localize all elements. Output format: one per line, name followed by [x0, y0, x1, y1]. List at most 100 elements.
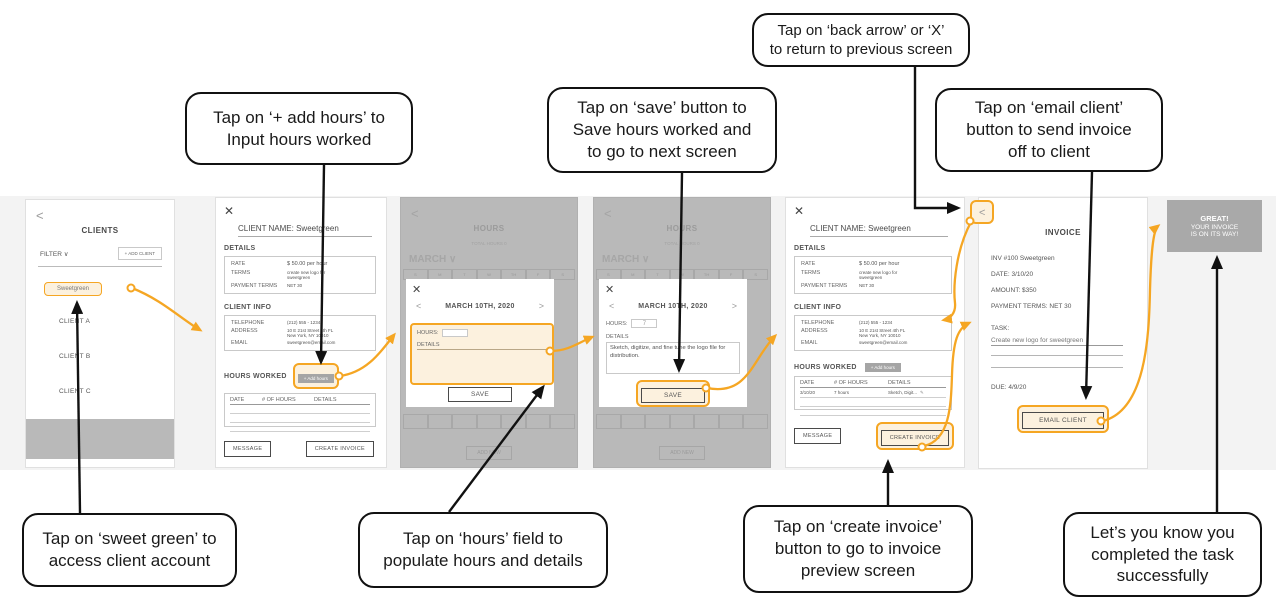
- invoice-number: INV #100 Sweetgreen: [991, 255, 1055, 262]
- task-label: TASK:: [991, 325, 1010, 332]
- rate-value: $ 50.00 per hour: [287, 261, 328, 267]
- create-invoice-button[interactable]: CREATE INVOICE: [880, 430, 949, 446]
- client-detail-screen-filled: ✕ CLIENT NAME: Sweetgreen DETAILS RATE$ …: [785, 197, 965, 468]
- rate-label: RATE: [231, 261, 246, 267]
- close-icon[interactable]: ✕: [412, 284, 422, 296]
- add-hours-button[interactable]: + Add hours: [297, 374, 334, 383]
- callout-create-invoice: Tap on ‘create invoice’ button to go to …: [743, 505, 973, 593]
- day-header: S: [550, 269, 575, 280]
- client-b-item[interactable]: CLIENT B: [59, 353, 91, 360]
- hours-title: HOURS: [666, 224, 698, 233]
- back-arrow-icon[interactable]: <: [979, 207, 986, 219]
- hours-worked-heading: HOURS WORKED: [794, 364, 857, 371]
- close-icon[interactable]: ✕: [224, 204, 235, 218]
- terms-label: TERMS: [231, 270, 251, 276]
- col-hours: # OF HOURS: [262, 397, 296, 403]
- payment-terms-value: NET 30: [287, 283, 303, 288]
- prev-day-arrow[interactable]: <: [416, 301, 422, 311]
- hours-worked-heading: HOURS WORKED: [224, 372, 287, 380]
- success-line: YOUR INVOICE: [1190, 224, 1239, 231]
- calendar-cell[interactable]: [403, 414, 428, 429]
- client-detail-screen: ✕ CLIENT NAME: Sweetgreen DETAILS RATE $ …: [215, 197, 387, 468]
- col-details: DETAILS: [314, 397, 337, 403]
- save-button[interactable]: SAVE: [640, 388, 706, 403]
- callout-success: Let’s you know you completed the task su…: [1063, 512, 1262, 597]
- chevron-down-icon: ∨: [63, 250, 69, 258]
- add-hours-modal-filled: ✕ < MARCH 10TH, 2020 > HOURS: 7 DETAILS …: [599, 279, 747, 407]
- add-hours-button-highlight[interactable]: + Add hours: [292, 363, 339, 389]
- create-invoice-button[interactable]: CREATE INVOICE: [305, 441, 374, 457]
- chevron-down-icon: ∨: [642, 254, 650, 265]
- callout-add-hours: Tap on ‘+ add hours’ to Input hours work…: [185, 92, 413, 165]
- month-dropdown[interactable]: MARCH ∨: [602, 254, 650, 265]
- blank-line: [991, 367, 1123, 368]
- create-invoice-highlight[interactable]: CREATE INVOICE: [875, 422, 954, 450]
- details-heading: DETAILS: [224, 245, 256, 252]
- client-name: CLIENT NAME: Sweetgreen: [238, 224, 372, 237]
- back-arrow-icon[interactable]: <: [36, 208, 44, 223]
- address-value: 10 E 21st Street 4th FL New York, NY 100…: [287, 328, 334, 338]
- blank-line: [991, 355, 1123, 356]
- client-info-heading: CLIENT INFO: [794, 304, 842, 311]
- modal-date-title: MARCH 10TH, 2020: [638, 302, 708, 310]
- callout-email-client: Tap on ‘email client’ button to send inv…: [935, 88, 1163, 172]
- total-hours-label: TOTAL HOURS 0: [471, 241, 507, 246]
- client-sweetgreen-button[interactable]: Sweetgreen: [44, 282, 103, 296]
- client-info-heading: CLIENT INFO: [224, 304, 272, 311]
- details-label: DETAILS: [606, 334, 629, 340]
- chevron-down-icon: ∨: [449, 254, 457, 265]
- callout-hours-field: Tap on ‘hours’ field to populate hours a…: [358, 512, 608, 588]
- edit-icon[interactable]: ✎: [920, 390, 924, 395]
- success-line: IS ON ITS WAY!: [1190, 231, 1239, 238]
- prev-day-arrow[interactable]: <: [609, 301, 615, 311]
- hours-label: HOURS:: [417, 330, 439, 336]
- terms-value: create new logo for sweetgreen: [287, 270, 326, 280]
- close-icon[interactable]: ✕: [794, 204, 805, 218]
- add-new-button[interactable]: ADD NEW: [466, 446, 512, 460]
- save-button[interactable]: SAVE: [447, 387, 513, 402]
- empty-row: [230, 414, 370, 423]
- hours-row: 3/10/20 7 hours Sketch, Digit... ✎: [800, 388, 946, 398]
- row-details: Sketch, Digit...: [888, 390, 918, 395]
- message-button[interactable]: MESSAGE: [794, 428, 842, 444]
- add-client-button[interactable]: + ADD CLIENT: [117, 247, 162, 260]
- close-icon[interactable]: ✕: [605, 284, 615, 296]
- client-name: CLIENT NAME: Sweetgreen: [810, 224, 948, 237]
- invoice-date: DATE: 3/10/20: [991, 271, 1034, 278]
- back-arrow-icon[interactable]: <: [604, 206, 612, 221]
- month-dropdown[interactable]: MARCH ∨: [409, 254, 457, 265]
- details-label: DETAILS: [417, 342, 547, 350]
- hours-title: HOURS: [473, 224, 505, 233]
- divider: [38, 266, 162, 267]
- add-hours-button[interactable]: + Add hours: [864, 363, 901, 372]
- client-a-item[interactable]: CLIENT A: [59, 318, 91, 325]
- email-client-highlight[interactable]: EMAIL CLIENT: [1017, 405, 1109, 433]
- row-hours: 7 hours: [834, 390, 850, 395]
- back-button-highlight[interactable]: <: [970, 200, 995, 224]
- next-day-arrow[interactable]: >: [538, 301, 544, 311]
- add-new-button[interactable]: ADD NEW: [659, 446, 705, 460]
- hours-fields-highlight[interactable]: HOURS: DETAILS: [410, 323, 554, 385]
- email-client-button[interactable]: EMAIL CLIENT: [1022, 412, 1104, 429]
- save-button-highlight[interactable]: SAVE: [635, 380, 711, 407]
- telephone-label: TELEPHONE: [231, 320, 265, 326]
- callout-sweetgreen: Tap on ‘sweet green’ to access client ac…: [22, 513, 237, 587]
- callout-save: Tap on ‘save’ button to Save hours worke…: [547, 87, 777, 173]
- row-date: 3/10/20: [800, 390, 816, 395]
- next-day-arrow[interactable]: >: [731, 301, 737, 311]
- invoice-screen: < INVOICE INV #100 Sweetgreen DATE: 3/10…: [970, 197, 1148, 469]
- hours-input[interactable]: [442, 329, 469, 337]
- filter-dropdown[interactable]: FILTER ∨: [40, 250, 69, 258]
- details-heading: DETAILS: [794, 245, 826, 252]
- message-button[interactable]: MESSAGE: [224, 441, 272, 457]
- email-label: EMAIL: [231, 340, 248, 346]
- telephone-value: (212) 555 - 1234: [287, 320, 321, 325]
- back-arrow-icon[interactable]: <: [411, 206, 419, 221]
- details-textarea[interactable]: Sketch, digitize, and fine tune the logo…: [606, 342, 740, 374]
- total-hours-label: TOTAL HOURS 0: [664, 241, 700, 246]
- hours-input[interactable]: 7: [631, 319, 658, 328]
- client-c-item[interactable]: CLIENT C: [59, 388, 91, 395]
- clients-title: CLIENTS: [81, 226, 119, 235]
